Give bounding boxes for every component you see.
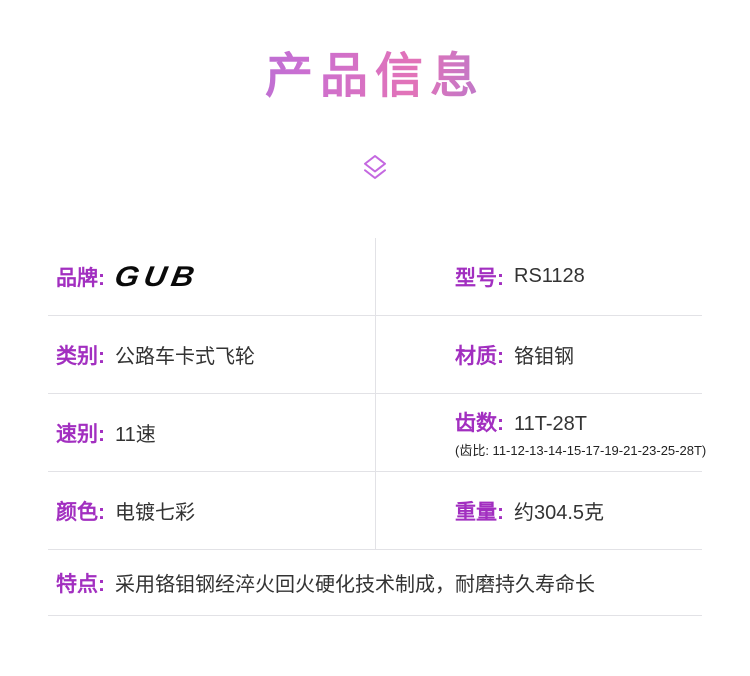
spec-value-material: 铬钼钢 (514, 346, 574, 368)
spec-cell-category: 类别: 公路车卡式飞轮 (48, 316, 375, 393)
layered-diamond-icon (364, 155, 386, 179)
spec-cell-color: 颜色: 电镀七彩 (48, 472, 375, 549)
spec-label-teeth: 齿数: (455, 411, 504, 435)
feature-row: 特点: 采用铬钼钢经淬火回火硬化技术制成，耐磨持久寿命长 (48, 550, 702, 616)
spec-label-model: 型号: (455, 266, 504, 290)
section-divider (0, 152, 750, 184)
spec-cell-brand: 品牌: GUB (48, 238, 375, 315)
spec-label-brand: 品牌: (56, 266, 105, 290)
spec-label-color: 颜色: (56, 500, 105, 524)
spec-cell-material: 材质: 铬钼钢 (375, 316, 702, 393)
feature-label: 特点: (56, 572, 105, 596)
spec-value-speed: 11速 (115, 424, 156, 446)
spec-subvalue-gear-ratio: (齿比: 11-12-13-14-15-17-19-21-23-25-28T) (455, 442, 707, 458)
spec-label-weight: 重量: (455, 500, 504, 524)
gub-brand-logo: GUB (112, 259, 202, 293)
page-title: 产品信息 (0, 36, 750, 106)
spec-value-weight: 约304.5克 (514, 502, 605, 524)
spec-label-material: 材质: (455, 344, 504, 368)
vertical-divider (375, 238, 376, 550)
spec-label-speed: 速别: (56, 422, 105, 446)
spec-cell-weight: 重量: 约304.5克 (375, 472, 702, 549)
spec-value-model: RS1128 (514, 265, 585, 287)
spec-value-color: 电镀七彩 (115, 502, 195, 524)
spec-value-category: 公路车卡式飞轮 (115, 346, 255, 368)
spec-value-teeth: 11T-28T (514, 412, 587, 435)
product-info-page: 产品信息 品牌: GUB 型号: RS1128 (0, 36, 750, 676)
feature-value: 采用铬钼钢经淬火回火硬化技术制成，耐磨持久寿命长 (115, 574, 595, 596)
spec-cell-speed: 速别: 11速 (48, 394, 375, 471)
spec-cell-model: 型号: RS1128 (375, 238, 702, 315)
spec-cell-teeth: 齿数: 11T-28T (齿比: 11-12-13-14-15-17-19-21… (375, 394, 706, 471)
product-spec-table: 品牌: GUB 型号: RS1128 类别: 公路车卡式飞轮 材质: 铬钼钢 (48, 238, 706, 616)
spec-label-category: 类别: (56, 344, 105, 368)
